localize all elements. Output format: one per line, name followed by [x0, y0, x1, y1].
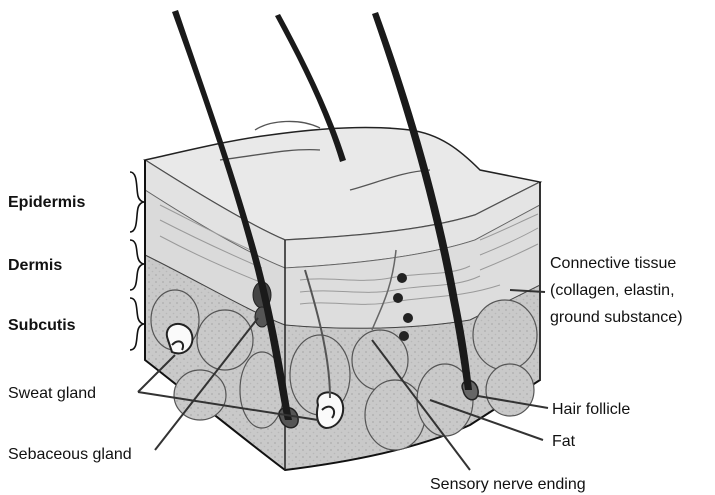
epidermis-brace — [130, 172, 144, 232]
layer-braces — [130, 172, 144, 350]
label-hair-follicle: Hair follicle — [552, 401, 630, 418]
label-sensory-nerve-ending: Sensory nerve ending — [430, 476, 586, 493]
label-sebaceous-gland: Sebaceous gland — [8, 446, 132, 463]
label-connective-tissue-1: Connective tissue — [550, 255, 676, 272]
dermis-brace — [130, 240, 144, 290]
label-dermis: Dermis — [8, 257, 62, 274]
label-fat: Fat — [552, 433, 576, 450]
sweat-gland-left — [167, 324, 193, 354]
label-sweat-gland: Sweat gland — [8, 385, 96, 402]
label-subcutis: Subcutis — [8, 317, 76, 334]
label-connective-tissue-2: (collagen, elastin, — [550, 282, 675, 299]
subcutis-brace — [130, 298, 144, 350]
label-epidermis: Epidermis — [8, 194, 85, 211]
label-connective-tissue-3: ground substance) — [550, 309, 683, 326]
